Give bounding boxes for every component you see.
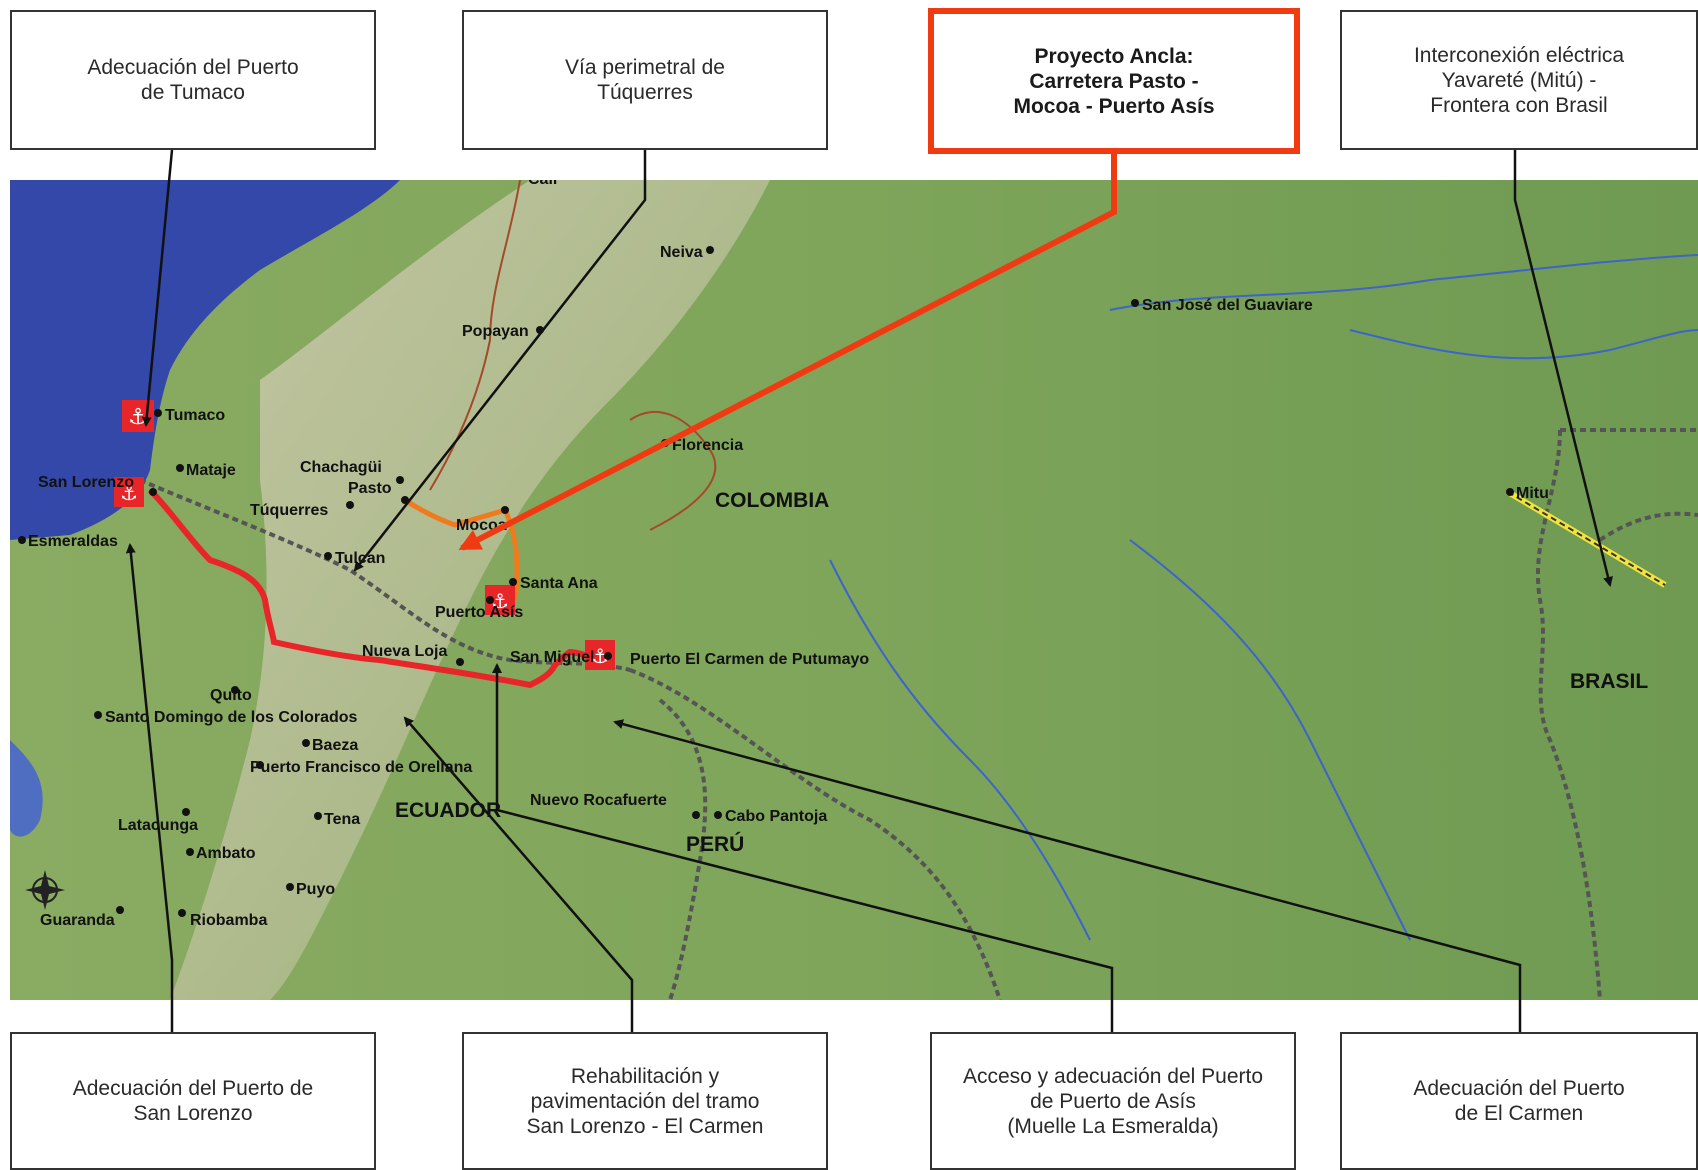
label-chachagui: Chachagüi xyxy=(300,459,382,476)
label-latacunga: Latacunga xyxy=(118,817,198,834)
label-tulcan: Tulcan xyxy=(335,550,385,567)
label-esmeraldas: Esmeraldas xyxy=(28,533,118,550)
label-guaranda: Guaranda xyxy=(40,912,115,929)
label-mataje: Mataje xyxy=(186,462,236,479)
label-santo-domingo: Santo Domingo de los Colorados xyxy=(105,709,358,726)
label-baeza: Baeza xyxy=(312,737,358,754)
label-peru: PERÚ xyxy=(686,832,744,856)
box-san-lorenzo-port: Adecuación del Puerto de San Lorenzo xyxy=(10,1032,376,1170)
svg-text:⚓: ⚓ xyxy=(491,589,509,613)
label-puyo: Puyo xyxy=(296,881,335,898)
label-orellana: Puerto Francisco de Orellana xyxy=(250,759,472,776)
label-nueva-loja: Nueva Loja xyxy=(362,643,447,660)
pacific-ocean xyxy=(10,180,400,540)
tumaco-port-icon: ⚓ xyxy=(122,400,154,432)
label-cabo-pantoja: Cabo Pantoja xyxy=(725,808,827,825)
label-cali: Cali xyxy=(528,180,557,188)
map: ⚓ ⚓ ⚓ ⚓ xyxy=(10,180,1698,1000)
el-carmen-port-icon: ⚓ xyxy=(585,640,615,670)
san-lorenzo-port-icon: ⚓ xyxy=(114,477,144,507)
label-riobamba: Riobamba xyxy=(190,912,267,929)
label-san-miguel: San Miguel xyxy=(510,649,594,666)
label-ecuador: ECUADOR xyxy=(395,799,501,822)
label-ambato: Ambato xyxy=(196,845,256,862)
label-brasil: BRASIL xyxy=(1570,670,1648,693)
compass-rose-icon xyxy=(25,870,65,910)
label-pasto: Pasto xyxy=(348,480,392,497)
river-1 xyxy=(1109,254,1698,311)
svg-text:⚓: ⚓ xyxy=(120,481,138,505)
puerto-asis-port-icon: ⚓ xyxy=(485,585,515,615)
label-san-jose: San José del Guaviare xyxy=(1142,297,1313,314)
box-anchor-project: Proyecto Ancla: Carretera Pasto - Mocoa … xyxy=(928,8,1300,154)
box-power-interconnection: Interconexión eléctrica Yavareté (Mitú) … xyxy=(1340,10,1698,150)
label-puerto-asis: Puerto Asís xyxy=(435,604,523,621)
box-rehabilitation-road: Rehabilitación y pavimentación del tramo… xyxy=(462,1032,828,1170)
label-tumaco: Tumaco xyxy=(165,407,225,424)
label-nuevo-rocafuerte: Nuevo Rocafuerte xyxy=(530,792,667,809)
label-florencia: Florencia xyxy=(672,437,743,454)
box-puerto-asis-access: Acceso y adecuación del Puerto de Puerto… xyxy=(930,1032,1296,1170)
label-san-lorenzo: San Lorenzo xyxy=(38,474,134,491)
route-san-lorenzo-el-carmen xyxy=(147,487,606,689)
svg-text:⚓: ⚓ xyxy=(128,405,148,430)
label-popayan: Popayan xyxy=(462,323,529,340)
label-mocoa: Mocoa xyxy=(456,517,507,534)
label-quito: Quito xyxy=(210,687,252,704)
box-tuquerres-road: Vía perimetral de Túquerres xyxy=(462,10,828,150)
box-tumaco-port: Adecuación del Puerto de Tumaco xyxy=(10,10,376,150)
label-puerto-el-carmen: Puerto El Carmen de Putumayo xyxy=(630,651,869,668)
label-tuquerres: Túquerres xyxy=(250,502,328,519)
label-santa-ana: Santa Ana xyxy=(520,575,598,592)
label-colombia: COLOMBIA xyxy=(715,489,829,512)
label-mitu: Mitu xyxy=(1516,485,1549,502)
box-el-carmen-port: Adecuación del Puerto de El Carmen xyxy=(1340,1032,1698,1170)
label-tena: Tena xyxy=(324,811,360,828)
label-neiva: Neiva xyxy=(660,244,703,261)
svg-text:⚓: ⚓ xyxy=(591,644,609,668)
ocean-inlet xyxy=(10,740,43,837)
